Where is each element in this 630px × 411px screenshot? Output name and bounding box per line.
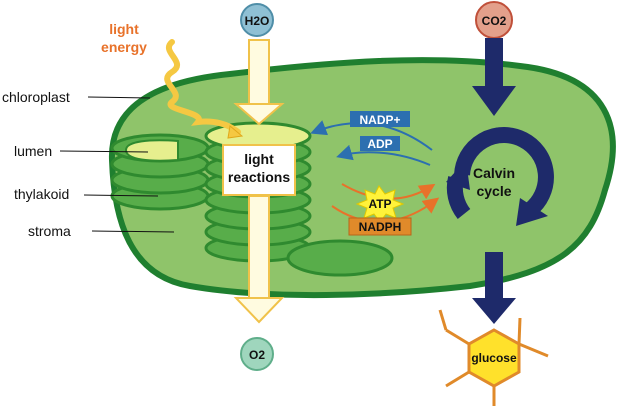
light-energy-label-2: energy [101, 39, 147, 55]
glucose-label: glucose [471, 351, 517, 365]
adp-box [360, 136, 400, 151]
adp-label: ADP [367, 137, 392, 151]
atp-label: ATP [368, 197, 391, 211]
lumen-label: lumen [14, 143, 52, 159]
glucose-arrow [472, 252, 516, 324]
light-reactions-box [222, 144, 296, 196]
nadph-box [348, 217, 412, 236]
light-energy-wave [164, 39, 241, 135]
co2-arrow [472, 38, 516, 116]
h2o-label: H2O [245, 14, 270, 28]
calvin-label-1: Calvin [473, 165, 515, 181]
left-thylakoid-stack [110, 133, 210, 211]
nadph-label: NADPH [359, 220, 402, 234]
o2-circle [240, 337, 274, 371]
light-reactions-label-1: light [244, 151, 274, 167]
glucose-molecule [438, 309, 549, 406]
stroma-leader [91, 230, 175, 233]
thylakoid-leader [83, 194, 159, 197]
h2o-circle [240, 3, 274, 37]
thylakoid-label: thylakoid [14, 186, 69, 202]
oxygen-arrow [233, 195, 285, 324]
co2-label: CO2 [482, 14, 507, 28]
calvin-cycle-ring [446, 127, 554, 226]
adp-return-arrow [336, 144, 431, 166]
chloroplast-leader [87, 96, 151, 99]
chloroplast-label: chloroplast [2, 89, 70, 105]
nadp-label: NADP+ [359, 113, 400, 127]
nadp-box [350, 111, 410, 127]
stroma-thylakoid [286, 239, 394, 277]
lumen-leader [59, 150, 149, 153]
stroma-label: stroma [28, 223, 71, 239]
light-reactions-label-2: reactions [228, 169, 290, 185]
o2-label: O2 [249, 348, 265, 362]
light-energy-label-1: light [109, 21, 139, 37]
calvin-label-2: cycle [476, 183, 511, 199]
water-arrow [233, 39, 285, 126]
lumen-cutaway [124, 139, 179, 162]
